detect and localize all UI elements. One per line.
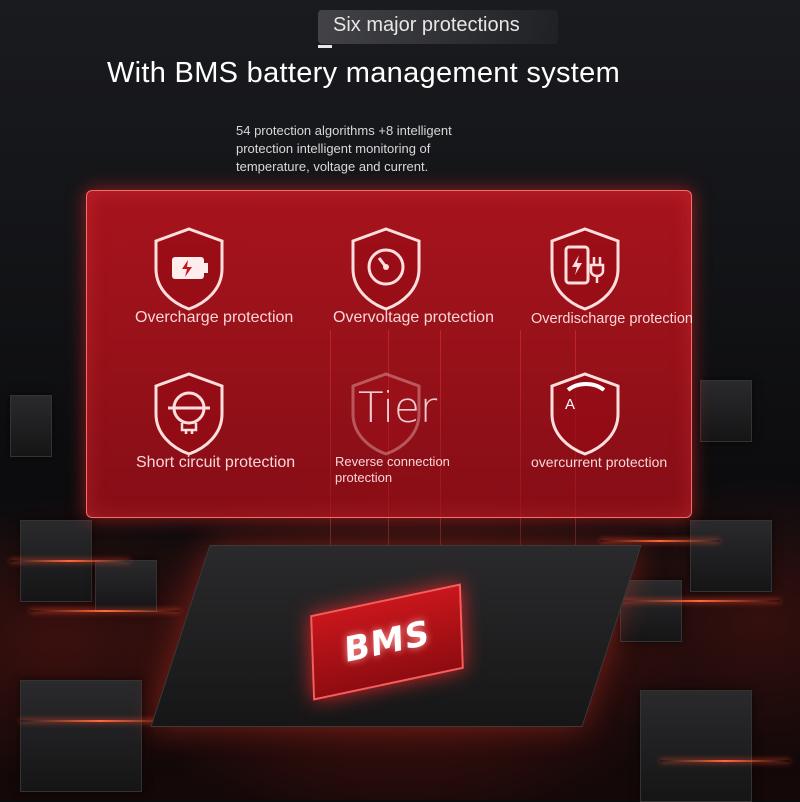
globe-plug-icon	[150, 370, 228, 456]
page-title: With BMS battery management system	[107, 57, 621, 89]
reverse-icon	[347, 370, 425, 456]
bms-chip-label: BMS	[343, 612, 431, 672]
current-icon	[546, 370, 624, 456]
watermark-text: Tier	[358, 383, 438, 432]
overcurrent-protection-label: overcurrent protection	[531, 454, 668, 470]
battery-charge-icon	[150, 225, 228, 311]
shield-letter: A	[565, 396, 576, 413]
gauge-icon	[347, 225, 425, 311]
reverse-connection-protection-label: Reverse connection protection	[335, 454, 450, 485]
overdischarge-protection-label: Overdischarge protection	[531, 311, 693, 327]
section-tag: Six major protections	[333, 14, 520, 36]
top-banner	[318, 10, 558, 48]
banner-underline	[318, 45, 332, 48]
phone-plug-icon	[546, 225, 624, 311]
page-description: 54 protection algorithms +8 intelligent …	[236, 123, 452, 174]
overcharge-protection-label: Overcharge protection	[135, 309, 294, 326]
short-circuit-protection-label: Short circuit protection	[136, 454, 296, 471]
overvoltage-protection-label: Overvoltage protection	[333, 309, 494, 326]
